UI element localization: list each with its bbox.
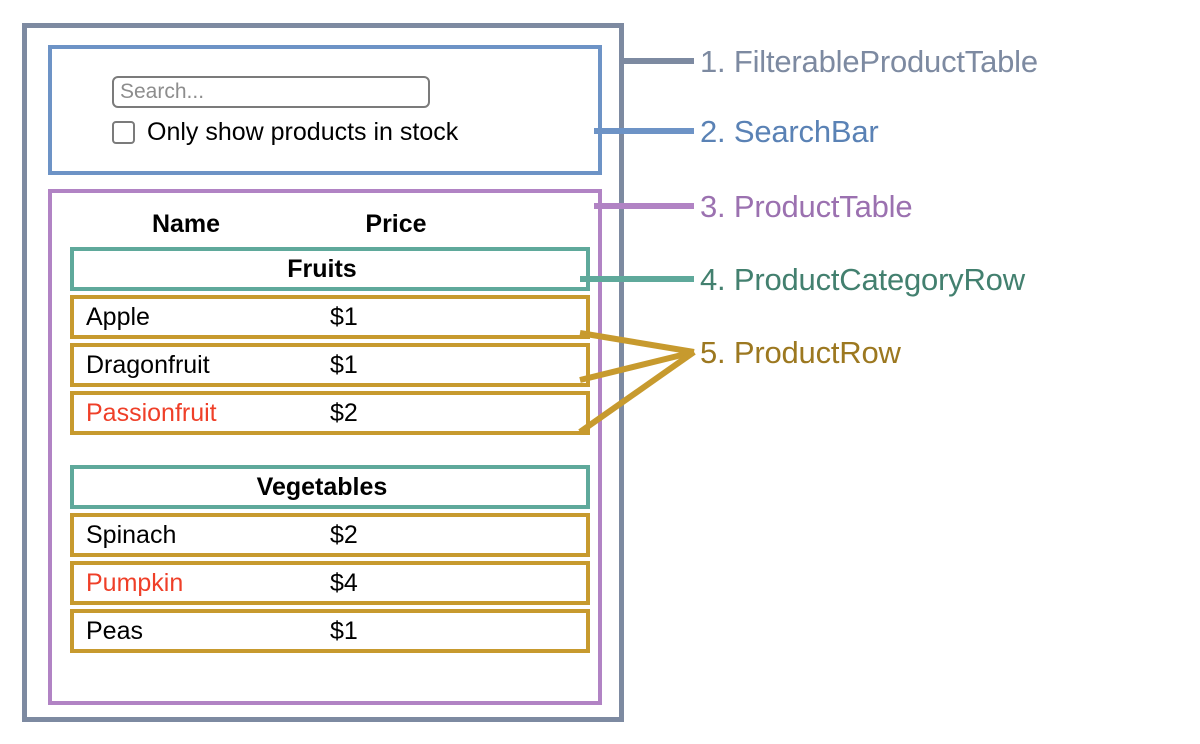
product-row[interactable]: Apple $1 — [70, 295, 590, 339]
filterable-product-table-box: Only show products in stock Name Price F… — [22, 23, 624, 722]
in-stock-checkbox-row[interactable]: Only show products in stock — [112, 120, 458, 145]
product-row[interactable]: Pumpkin $4 — [70, 561, 590, 605]
product-table-box: Name Price Fruits Apple $1 Dragonfruit $… — [48, 189, 602, 705]
product-category-label: Fruits — [287, 254, 357, 283]
group-spacer — [70, 439, 590, 465]
product-row[interactable]: Spinach $2 — [70, 513, 590, 557]
legend-item-filterable-product-table: 1. FilterableProductTable — [700, 44, 1038, 79]
product-price: $1 — [330, 350, 358, 379]
product-category-label: Vegetables — [256, 472, 388, 501]
legend-item-product-row: 5. ProductRow — [700, 335, 901, 370]
in-stock-checkbox-label: Only show products in stock — [147, 118, 459, 146]
column-header-name: Name — [151, 209, 221, 238]
product-name: Apple — [86, 302, 150, 331]
product-row[interactable]: Peas $1 — [70, 609, 590, 653]
search-bar-box: Only show products in stock — [48, 45, 602, 175]
product-name: Peas — [86, 616, 143, 645]
column-header-price: Price — [365, 209, 427, 238]
product-rows-area: Fruits Apple $1 Dragonfruit $1 Passionfr… — [70, 247, 590, 657]
product-price: $2 — [330, 520, 358, 549]
product-name: Pumpkin — [86, 568, 184, 597]
product-name: Dragonfruit — [86, 350, 210, 379]
product-price: $2 — [330, 398, 358, 427]
table-header-row: Name Price — [56, 204, 584, 244]
legend-item-search-bar: 2. SearchBar — [700, 114, 879, 149]
product-name: Passionfruit — [86, 398, 217, 427]
product-name: Spinach — [86, 520, 177, 549]
product-price: $1 — [330, 302, 358, 331]
product-category-row: Fruits — [70, 247, 590, 291]
product-row[interactable]: Passionfruit $2 — [70, 391, 590, 435]
search-input[interactable] — [112, 76, 430, 108]
legend-item-product-category-row: 4. ProductCategoryRow — [700, 262, 1025, 297]
product-category-row: Vegetables — [70, 465, 590, 509]
checkbox-icon[interactable] — [112, 121, 135, 144]
product-row[interactable]: Dragonfruit $1 — [70, 343, 590, 387]
legend-item-product-table: 3. ProductTable — [700, 189, 913, 224]
product-price: $1 — [330, 616, 358, 645]
product-price: $4 — [330, 568, 358, 597]
